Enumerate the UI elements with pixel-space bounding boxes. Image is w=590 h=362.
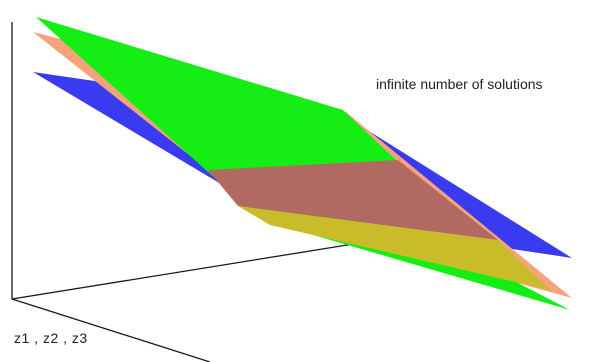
overlap-region-olive <box>238 206 550 290</box>
axes <box>11 22 373 362</box>
plane-green <box>36 17 398 172</box>
overlap-region-red <box>208 160 498 240</box>
horizontal-axis <box>11 240 373 300</box>
annotation-infinite-solutions: infinite number of solutions <box>376 76 543 92</box>
depth-axis <box>11 298 211 362</box>
axis-label-z: z1 , z2 , z3 <box>14 330 88 346</box>
